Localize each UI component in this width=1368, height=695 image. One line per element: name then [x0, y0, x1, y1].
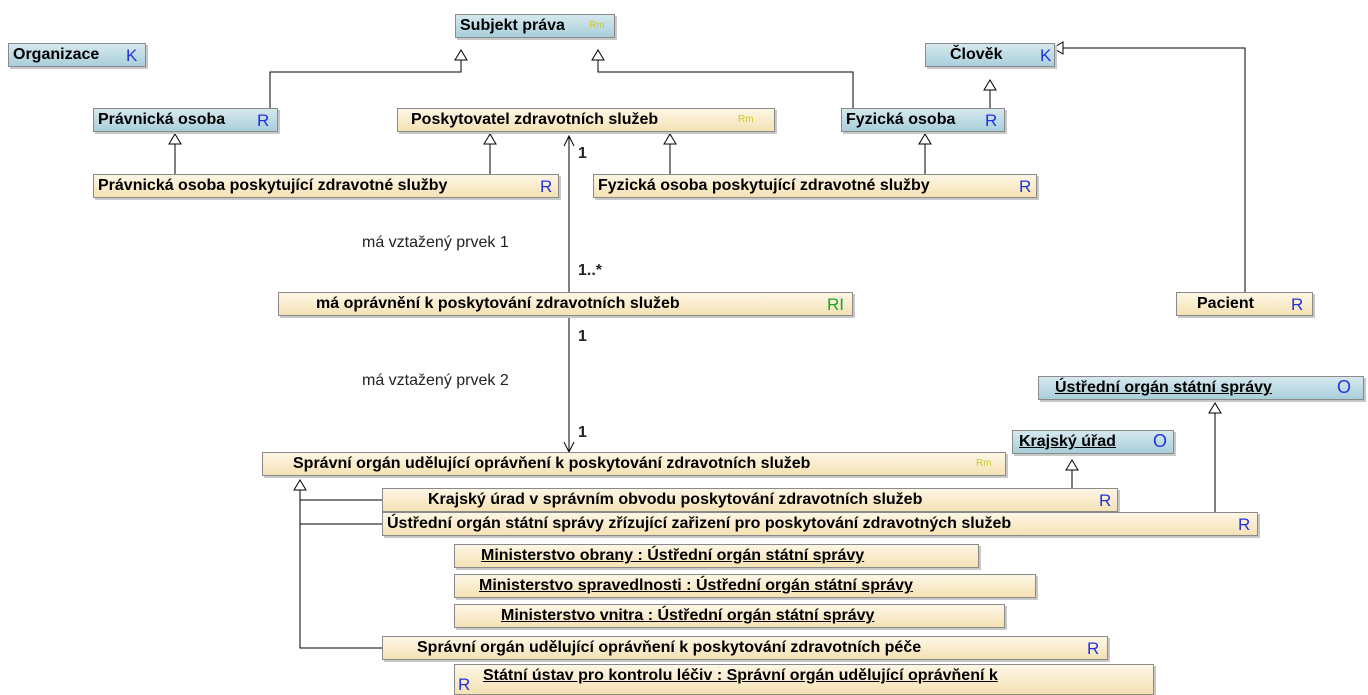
class-organizace[interactable]: Organizace K	[8, 43, 146, 67]
class-fyzicka-osoba[interactable]: Fyzická osoba R	[841, 108, 1005, 132]
association-arrowhead	[563, 134, 575, 147]
class-pravnicka-osoba[interactable]: Právnická osoba R	[93, 108, 278, 132]
generalization-arrowhead	[454, 49, 468, 61]
generalization-arrowhead	[1208, 402, 1222, 414]
association-role-2: má vztažený prvek 2	[362, 372, 509, 389]
generalization-line	[597, 52, 854, 108]
class-label: Fyzická osoba	[846, 111, 956, 128]
class-label: Fyzická osoba poskytující zdravotné služ…	[598, 177, 930, 194]
stereotype-icon: O	[1153, 431, 1168, 451]
generalization-arrowhead	[591, 49, 605, 61]
stereotype-icon: O	[1337, 377, 1352, 397]
class-opravneni[interactable]: má oprávnění k poskytování zdravotních s…	[278, 292, 853, 316]
multiplicity-label: 1	[578, 424, 587, 441]
instance-label: Ministerstvo vnitra : Ústřední orgán stá…	[501, 607, 875, 624]
stereotype-icon: K	[126, 46, 138, 65]
class-poskytovatel[interactable]: Poskytovatel zdravotních služeb Rm	[397, 108, 775, 132]
multiplicity-label: 1	[578, 145, 587, 162]
stereotype-icon: R	[1291, 295, 1304, 314]
generalization-line	[1055, 47, 1246, 292]
instance-statni-ustav[interactable]: R Státní ústav pro kontrolu léčiv : Sprá…	[454, 664, 1154, 695]
class-label: Právnická osoba	[98, 111, 226, 128]
stereotype-icon: R	[540, 177, 553, 196]
class-label: Krajský úrad v správním obvodu poskytová…	[428, 491, 923, 508]
generalization-arrowhead	[663, 133, 677, 145]
class-ustredni-organ[interactable]: Ústřední orgán státní správy O	[1038, 376, 1364, 400]
class-label: má oprávnění k poskytování zdravotních s…	[316, 295, 680, 312]
class-label: Subjekt práva	[460, 17, 565, 34]
class-label: Krajský úřad	[1019, 433, 1116, 450]
stereotype-icon: Rm	[976, 458, 992, 469]
stereotype-icon: Rm	[738, 114, 754, 125]
class-krajsky-urad-obvod[interactable]: Krajský úrad v správním obvodu poskytová…	[382, 488, 1118, 512]
class-label: Správní orgán udělující oprávňení k posk…	[293, 455, 811, 472]
multiplicity-label: 1..*	[578, 262, 603, 279]
stereotype-icon: Rm	[589, 20, 605, 31]
generalization-arrowhead	[983, 79, 997, 91]
class-subjekt-prava[interactable]: Subjekt práva Rm	[455, 14, 615, 38]
class-label: Právnická osoba poskytující zdravotné sl…	[98, 177, 448, 194]
stereotype-icon: R	[1019, 177, 1032, 196]
generalization-line	[269, 52, 462, 108]
generalization-arrowhead	[483, 133, 497, 145]
class-label: Organizace	[13, 46, 100, 63]
class-label: Správní orgán udělující oprávňení k posk…	[417, 639, 922, 656]
instance-ministerstvo-spravedlnosti[interactable]: Ministerstvo spravedlnosti : Ústřední or…	[454, 574, 1036, 598]
class-spravni-pece[interactable]: Správní orgán udělující oprávňení k posk…	[382, 636, 1108, 660]
stereotype-icon: K	[1040, 46, 1052, 65]
stereotype-icon: R	[1238, 515, 1251, 534]
generalization-arrowhead	[1052, 41, 1064, 55]
stereotype-icon: RI	[827, 295, 844, 314]
multiplicity-label: 1	[578, 328, 587, 345]
class-ustredni-zrizujici[interactable]: Ústřední orgán státní správy zřízující z…	[382, 512, 1258, 536]
stereotype-icon: R	[1099, 491, 1112, 510]
generalization-arrowhead	[1065, 459, 1079, 471]
stereotype-icon: R	[1087, 639, 1100, 658]
instance-ministerstvo-obrany[interactable]: Ministerstvo obrany : Ústřední orgán stá…	[454, 544, 979, 568]
generalization-line	[299, 480, 382, 649]
instance-label: Ministerstvo obrany : Ústřední orgán stá…	[481, 547, 865, 564]
class-fyzicka-osoba-poskytujici[interactable]: Fyzická osoba poskytující zdravotné služ…	[593, 174, 1037, 198]
class-pravnicka-osoba-poskytujici[interactable]: Právnická osoba poskytující zdravotné sl…	[93, 174, 559, 198]
instance-label: Ministerstvo spravedlnosti : Ústřední or…	[479, 577, 913, 594]
class-label: Člověk	[950, 46, 1003, 63]
instance-ministerstvo-vnitra[interactable]: Ministerstvo vnitra : Ústřední orgán stá…	[454, 604, 1005, 628]
class-label: Ústřední orgán státní správy zřízující z…	[387, 515, 1012, 532]
class-label: Pacient	[1197, 295, 1254, 312]
instance-label: Státní ústav pro kontrolu léčiv : Správn…	[483, 667, 998, 684]
stereotype-icon: R	[458, 675, 471, 694]
generalization-arrowhead	[168, 133, 182, 145]
generalization-arrowhead	[293, 479, 307, 491]
class-clovek[interactable]: Člověk K	[925, 43, 1055, 67]
class-label: Poskytovatel zdravotních služeb	[411, 111, 659, 128]
class-pacient[interactable]: Pacient R	[1176, 292, 1313, 316]
class-krajsky-urad[interactable]: Krajský úřad O	[1012, 430, 1174, 454]
generalization-arrowhead	[918, 133, 932, 145]
stereotype-icon: R	[985, 111, 998, 130]
association-role-1: má vztažený prvek 1	[362, 234, 509, 251]
class-label: Ústřední orgán státní správy	[1055, 379, 1272, 396]
stereotype-icon: R	[257, 111, 270, 130]
class-spravni-organ[interactable]: Správní orgán udělující oprávňení k posk…	[262, 452, 1006, 476]
